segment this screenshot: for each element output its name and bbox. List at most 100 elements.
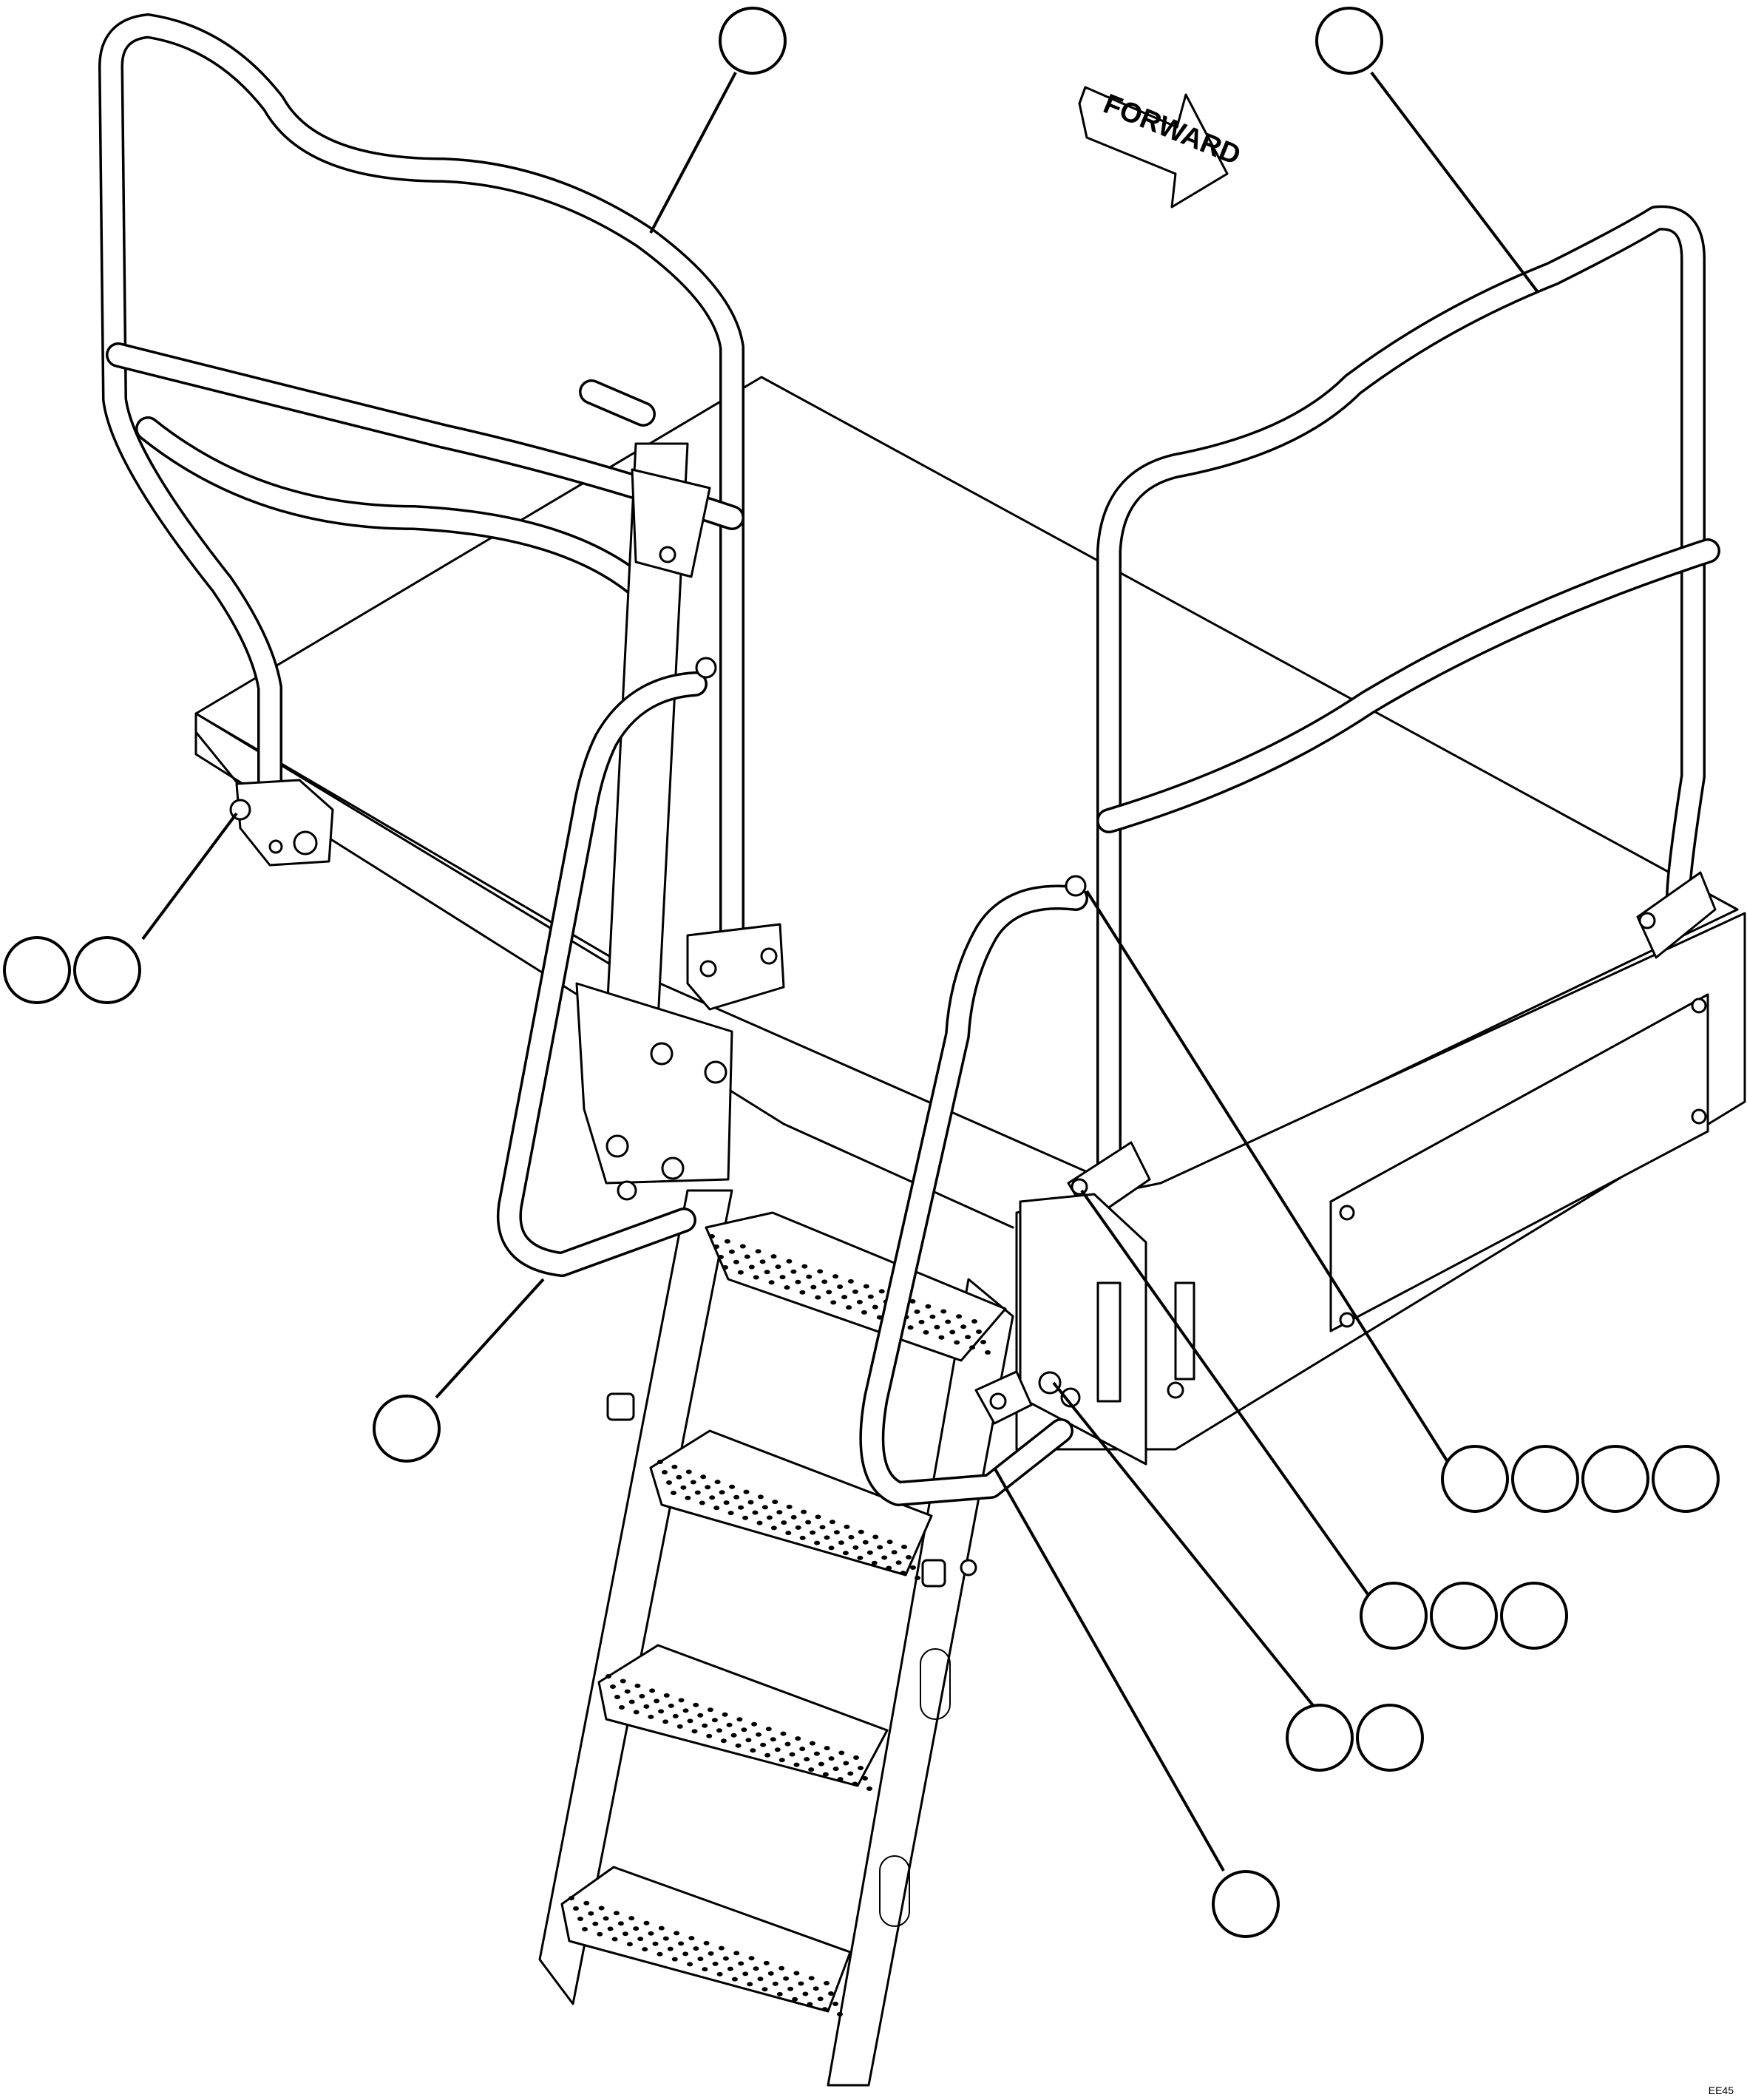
callout-left-mount-b[interactable] <box>73 936 141 1004</box>
callout-pivot-a[interactable] <box>1286 1704 1354 1772</box>
callout-top-right-rail[interactable] <box>1315 7 1383 75</box>
step-perforation <box>852 1781 858 1786</box>
step-perforation <box>767 1971 774 1976</box>
callout-top-left-rail[interactable] <box>719 7 787 75</box>
step-perforation <box>702 1723 708 1728</box>
step-perforation <box>726 1722 733 1727</box>
step-perforation <box>709 1234 715 1239</box>
step-perforation <box>886 1565 892 1571</box>
step-perforation <box>792 1996 798 2002</box>
callout-mount-c[interactable] <box>1500 1582 1568 1650</box>
callout-clamp-c[interactable] <box>1581 1445 1649 1513</box>
step-perforation <box>770 1737 776 1742</box>
callout-left-handrail[interactable] <box>373 1395 441 1463</box>
step-perforation <box>642 1947 648 1952</box>
step-perforation <box>678 1941 685 1946</box>
step-perforation <box>786 1259 793 1264</box>
step-perforation <box>733 1494 740 1500</box>
step-perforation <box>844 1524 850 1529</box>
step-perforation <box>713 1244 719 1249</box>
step-perforation <box>795 1525 801 1530</box>
step-perforation <box>624 1689 631 1694</box>
callout-mount-b[interactable] <box>1430 1582 1498 1650</box>
step-perforation <box>877 1545 883 1550</box>
step-perforation <box>914 1309 920 1314</box>
step-perforation <box>815 1295 821 1300</box>
step-perforation <box>654 1698 660 1704</box>
callout-clamp-d[interactable] <box>1652 1445 1720 1513</box>
left-lower-handrail <box>496 657 717 1277</box>
step-perforation <box>923 1330 929 1335</box>
step-perforation <box>852 1289 858 1294</box>
leader-lines <box>141 71 1539 1872</box>
step-perforation <box>785 1531 792 1536</box>
step-perforation <box>736 1717 743 1722</box>
step-perforation <box>824 1981 830 1985</box>
callout-pivot-b[interactable] <box>1356 1704 1424 1772</box>
step-perforation <box>824 1746 830 1751</box>
callout-right-handrail[interactable] <box>1212 1870 1280 1938</box>
step-perforation <box>795 1279 801 1284</box>
left-anchor-bracket <box>229 779 334 867</box>
step-perforation <box>810 1284 817 1290</box>
callout-left-mount-a[interactable] <box>3 936 71 1004</box>
right-side-mount-box <box>1019 1193 1195 1466</box>
step-perforation <box>858 1529 864 1534</box>
step-perforation <box>799 1535 806 1540</box>
step-perforation <box>657 1951 663 1957</box>
step-perforation <box>652 1941 659 1946</box>
step-perforation <box>938 1335 945 1340</box>
step-perforation <box>671 1957 678 1962</box>
step-perforation <box>682 1708 689 1713</box>
step-perforation <box>878 1289 885 1294</box>
step-perforation <box>603 1916 609 1921</box>
step-perforation <box>598 1906 605 1911</box>
step-perforation <box>775 1264 781 1270</box>
step-perforation <box>772 1981 778 1986</box>
step-perforation <box>622 1931 628 1937</box>
step-perforation <box>945 1319 951 1324</box>
step-perforation <box>658 1925 665 1931</box>
step-perforation <box>657 1460 663 1464</box>
step-perforation <box>774 1747 781 1752</box>
step-perforation <box>724 1239 730 1244</box>
step-perforation <box>727 1966 733 1971</box>
step-perforation <box>790 1269 797 1274</box>
step-perforation <box>667 1946 674 1951</box>
step-perforation <box>633 1710 640 1715</box>
step-perforation <box>583 1900 590 1906</box>
step-perforation <box>819 1525 826 1530</box>
step-perforation <box>763 1960 770 1965</box>
callout-mount-a[interactable] <box>1360 1582 1428 1650</box>
step-perforation <box>770 1525 777 1531</box>
step-perforation <box>662 1719 669 1724</box>
step-perforation <box>900 1571 906 1576</box>
step-perforation <box>940 1309 947 1314</box>
step-perforation <box>702 1967 708 1972</box>
step-perforation <box>768 1280 775 1285</box>
center-mount-plate <box>686 923 785 1011</box>
step-perforation <box>685 1469 692 1474</box>
step-perforation <box>699 1500 705 1505</box>
step-perforation <box>607 1926 614 1931</box>
right-top-handrail <box>1096 205 1720 1192</box>
step-perforation <box>676 1724 683 1729</box>
callout-clamp-b[interactable] <box>1511 1445 1579 1513</box>
step-perforation <box>787 1986 794 1991</box>
step-perforation <box>716 1971 723 1977</box>
step-perforation <box>577 1917 583 1921</box>
step-perforation <box>691 1729 698 1734</box>
step-perforation <box>784 1285 790 1290</box>
step-perforation <box>814 1540 821 1545</box>
step-perforation <box>757 1494 764 1500</box>
step-perforation <box>784 1741 791 1747</box>
step-perforation <box>862 1540 869 1545</box>
step-perforation <box>748 1956 755 1961</box>
step-perforation <box>852 1545 859 1550</box>
step-perforation <box>748 1264 755 1270</box>
step-perforation <box>832 1767 839 1772</box>
step-perforation <box>728 1249 735 1254</box>
callout-clamp-a[interactable] <box>1441 1445 1509 1513</box>
step-perforation <box>750 1748 756 1753</box>
